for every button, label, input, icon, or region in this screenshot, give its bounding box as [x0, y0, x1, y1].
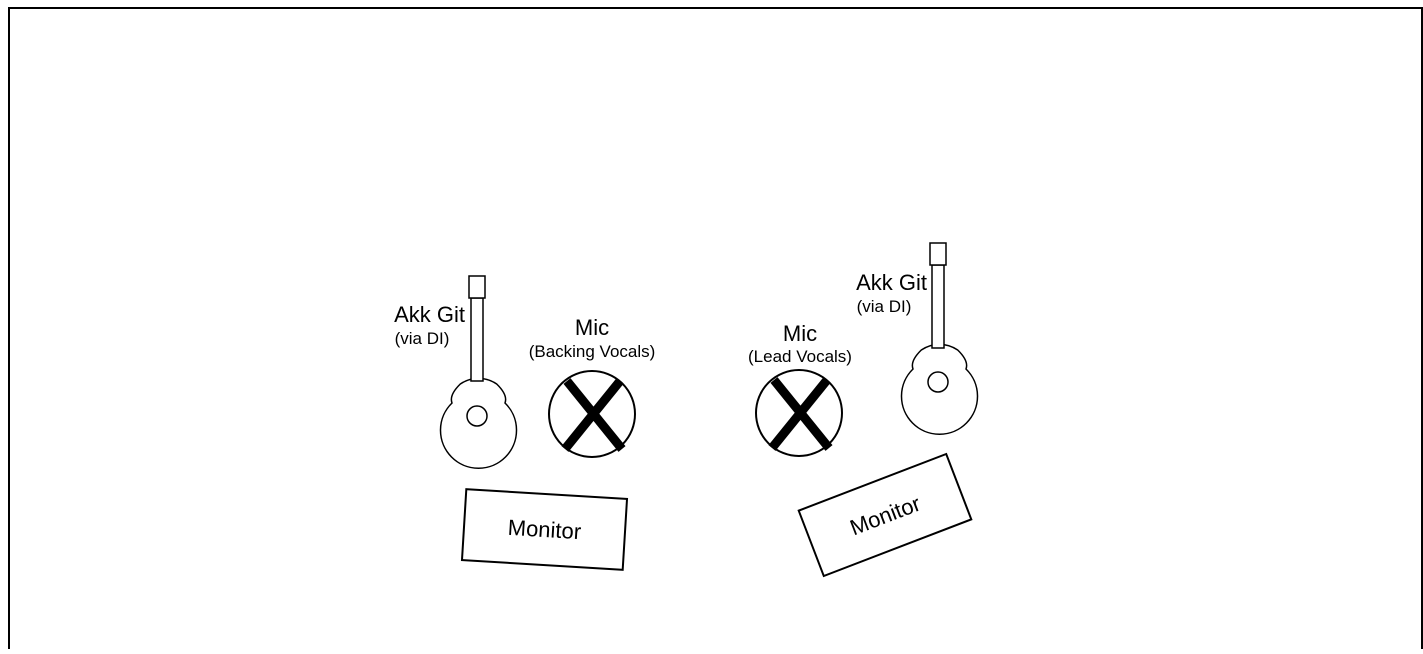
left-monitor-label: Monitor	[507, 515, 582, 544]
right-monitor: Monitor	[797, 452, 973, 578]
backing-mic-subtitle: (Backing Vocals)	[529, 342, 656, 361]
left-guitar	[439, 275, 518, 469]
lead-mic-icon	[755, 369, 843, 457]
stage-border	[8, 7, 1423, 649]
right-guitar	[900, 242, 979, 435]
right-guitar-title: Akk Git	[856, 270, 927, 295]
guitar-headstock-icon	[468, 275, 486, 299]
backing-mic-icon	[548, 370, 636, 458]
guitar-neck-icon	[931, 264, 945, 349]
right-guitar-subtitle: (via DI)	[857, 297, 912, 316]
backing-mic-title: Mic	[575, 315, 609, 340]
left-monitor-box	[460, 488, 629, 571]
lead-mic-title: Mic	[783, 321, 817, 346]
left-guitar-title: Akk Git	[394, 302, 465, 327]
guitar-neck-icon	[470, 297, 484, 382]
left-guitar-subtitle: (via DI)	[395, 329, 450, 348]
left-monitor: Monitor	[460, 488, 629, 571]
guitar-soundhole-icon	[927, 371, 949, 393]
lead-mic-subtitle: (Lead Vocals)	[748, 347, 852, 366]
guitar-headstock-icon	[929, 242, 947, 266]
right-monitor-box	[797, 452, 973, 578]
guitar-soundhole-icon	[466, 405, 488, 427]
